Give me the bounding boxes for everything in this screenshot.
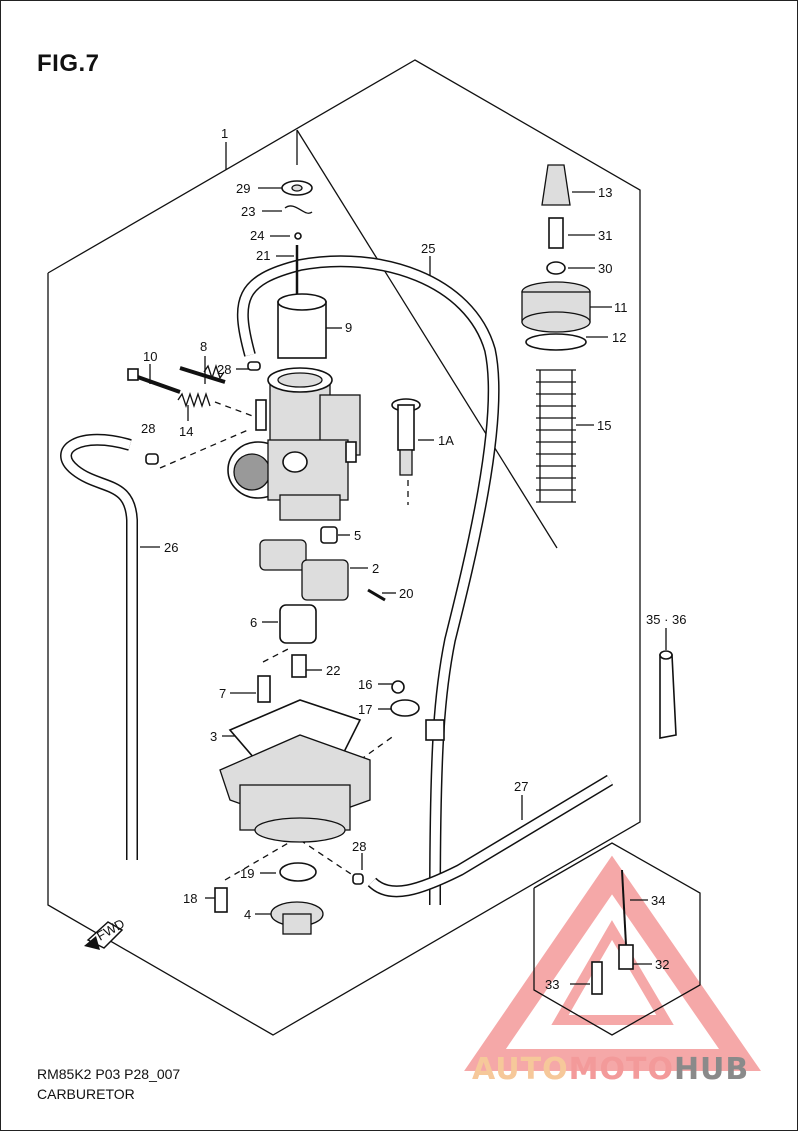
- callout-23: 23: [241, 204, 255, 219]
- part-31-adjuster: [548, 217, 564, 249]
- assembly-outline: [47, 59, 701, 1036]
- callout-22: 22: [326, 663, 340, 678]
- part-1-carburetor-body: [227, 367, 361, 521]
- callout-16: 16: [358, 677, 372, 692]
- part-23-clip: [284, 205, 313, 214]
- callout-14: 14: [179, 424, 193, 439]
- part-5-jet: [320, 526, 338, 544]
- part-24-clip: [294, 232, 302, 240]
- callout-21: 21: [256, 248, 270, 263]
- callout-1A: 1A: [438, 433, 454, 448]
- callout-25: 25: [421, 241, 435, 256]
- part-11-top-cap: [521, 281, 591, 333]
- part-19-o-ring: [279, 862, 317, 882]
- part-20-pin: [367, 588, 386, 602]
- tube-27: [367, 774, 614, 898]
- callout-6: 6: [250, 615, 257, 630]
- callout-10: 10: [143, 349, 157, 364]
- callout-3: 3: [210, 729, 217, 744]
- callout-29: 29: [236, 181, 250, 196]
- part-13-cap: [541, 164, 571, 206]
- part-7-jet: [257, 675, 271, 703]
- part-28-clamp: [247, 361, 261, 371]
- callout-8: 8: [200, 339, 207, 354]
- part-1A-starter-plunger: [391, 398, 421, 476]
- callout-32: 32: [655, 957, 669, 972]
- callout-1: 1: [221, 126, 228, 141]
- part-28-clamp-b: [145, 453, 159, 465]
- part-12-gasket: [525, 333, 587, 351]
- part-9-throttle-valve: [277, 293, 327, 359]
- callout-13: 13: [598, 185, 612, 200]
- part-30-nut: [546, 261, 566, 275]
- callout-9: 9: [345, 320, 352, 335]
- part-14-spring: [177, 391, 211, 409]
- callout-28c: 28: [352, 839, 366, 854]
- part-2-float: [301, 559, 349, 601]
- callout-27: 27: [514, 779, 528, 794]
- callout-11: 11: [614, 300, 628, 315]
- callout-20: 20: [399, 586, 413, 601]
- callout-2: 2: [372, 561, 379, 576]
- tube-26: [60, 433, 138, 860]
- part-10-screw: [127, 368, 181, 394]
- callout-18: 18: [183, 891, 197, 906]
- callout-labels: 1 29 23 24 21 9 25 8 10 28 28 28 14 1A 2…: [141, 126, 686, 992]
- callout-31: 31: [598, 228, 612, 243]
- part-18-screw: [214, 887, 228, 913]
- part-32-jet: [618, 944, 634, 970]
- figure-name: CARBURETOR: [37, 1086, 135, 1102]
- part-34-needle: [621, 869, 627, 946]
- callout-28a: 28: [217, 362, 231, 377]
- callout-7: 7: [219, 686, 226, 701]
- callout-17: 17: [358, 702, 372, 717]
- part-28-clamp-c: [352, 873, 364, 885]
- callout-4: 4: [244, 907, 251, 922]
- part-33-jet: [591, 961, 603, 995]
- callout-34: 34: [651, 893, 665, 908]
- part-17-bracket: [390, 699, 420, 717]
- callout-19: 19: [240, 866, 254, 881]
- part-22-jet: [291, 654, 307, 678]
- figure-title: FIG.7: [37, 50, 100, 77]
- fwd-arrow-icon: FWD: [84, 916, 127, 950]
- part-4-plug: [270, 901, 324, 935]
- figure-code: RM85K2 P03 P28_007: [37, 1066, 181, 1082]
- part-35-36-strap: [659, 650, 677, 739]
- callout-5: 5: [354, 528, 361, 543]
- part-16-screw: [391, 680, 405, 694]
- watermark-triangle: [464, 855, 761, 1071]
- watermark-logo: AUTOMOTOHUB: [472, 1052, 749, 1087]
- watermark-moto: MOTO: [568, 1052, 674, 1087]
- callout-26: 26: [164, 540, 178, 555]
- tube-25: [236, 255, 500, 906]
- callout-15: 15: [597, 418, 611, 433]
- watermark-hub: HUB: [673, 1052, 750, 1087]
- callout-33: 33: [545, 977, 559, 992]
- part-6-needle-valve: [279, 604, 317, 644]
- leader-lines: [140, 142, 667, 985]
- part-8-screw: [179, 366, 226, 384]
- part-3-gasket-and-bowl: [219, 699, 371, 843]
- callout-24: 24: [250, 228, 264, 243]
- watermark-auto: AUTO: [472, 1052, 569, 1087]
- part-15-spring: [536, 369, 576, 503]
- float-left: [259, 539, 307, 571]
- callout-12: 12: [612, 330, 626, 345]
- callout-30: 30: [598, 261, 612, 276]
- part-8-spring: [203, 363, 225, 381]
- callout-35-36: 35 · 36: [646, 612, 686, 627]
- callout-28b: 28: [141, 421, 155, 436]
